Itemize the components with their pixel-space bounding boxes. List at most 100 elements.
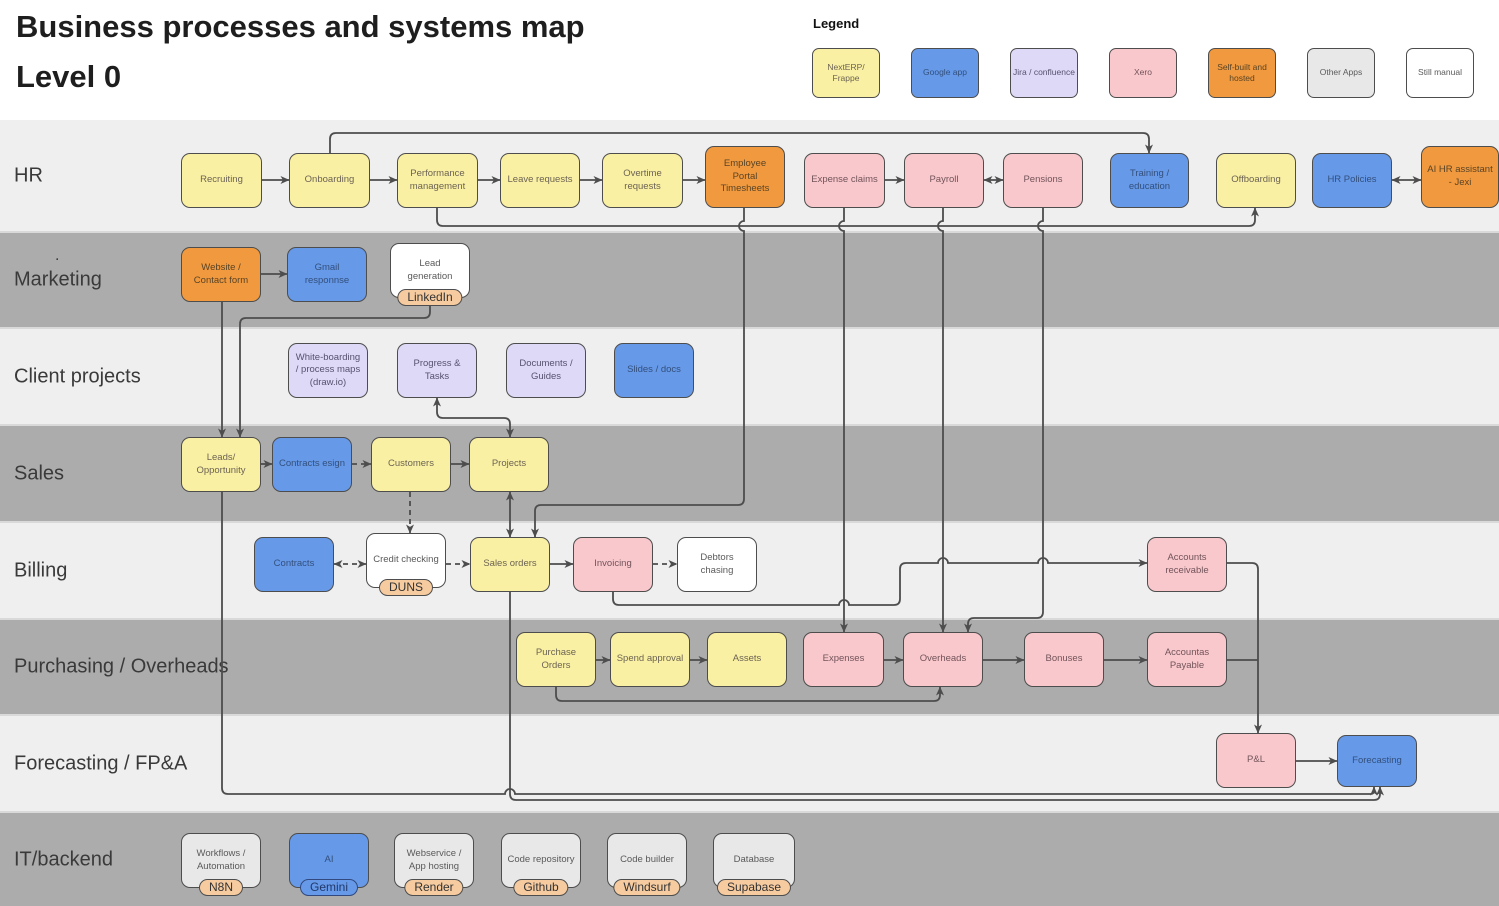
node-label-ai-hr-assistant: AI HR assistant - Jexi bbox=[1427, 164, 1493, 188]
node-assets[interactable]: Assets bbox=[707, 632, 787, 687]
node-label-offboarding: Offboarding bbox=[1231, 174, 1281, 186]
node-label-training-education: Training / education bbox=[1128, 167, 1171, 192]
node-label-onboarding: Onboarding bbox=[304, 174, 355, 186]
lane-label-client-projects: Client projects bbox=[14, 365, 141, 387]
node-label-overheads: Overheads bbox=[919, 653, 967, 665]
node-invoicing[interactable]: Invoicing bbox=[573, 537, 653, 592]
node-label-expenses: Expenses bbox=[822, 653, 865, 665]
node-slides-docs[interactable]: Slides / docs bbox=[614, 343, 694, 398]
node-employee-portal-timesheets[interactable]: Employee Portal Timesheets bbox=[705, 146, 785, 208]
lane-label-sales: Sales bbox=[14, 462, 65, 484]
node-expenses[interactable]: Expenses bbox=[803, 632, 884, 687]
node-contracts-esign[interactable]: Contracts esign bbox=[272, 437, 352, 492]
node-label-webservice-app-hosting: Webservice / App hosting bbox=[406, 847, 462, 872]
legend-item-other: Other Apps bbox=[1307, 48, 1375, 98]
node-label-bonuses: Bonuses bbox=[1045, 653, 1083, 665]
node-label-progress-tasks: Progress & Tasks bbox=[413, 357, 461, 382]
legend-item-manual: Still manual bbox=[1406, 48, 1474, 98]
badge-database: Supabase bbox=[716, 879, 792, 896]
node-label-overtime-requests: Overtime requests bbox=[623, 167, 662, 192]
node-label-assets: Assets bbox=[732, 653, 762, 665]
node-label-credit-checking: Credit checking bbox=[373, 554, 439, 566]
node-label-slides-docs: Slides / docs bbox=[627, 364, 681, 376]
node-label-sales-orders: Sales orders bbox=[483, 558, 537, 570]
node-gmail-response[interactable]: Gmail responnse bbox=[287, 247, 367, 302]
node-label-pensions: Pensions bbox=[1023, 174, 1063, 186]
node-overheads[interactable]: Overheads bbox=[903, 632, 983, 687]
legend-item-jira: Jira / confluence bbox=[1010, 48, 1078, 98]
node-label-payroll: Payroll bbox=[929, 174, 959, 186]
node-forecasting[interactable]: Forecasting bbox=[1337, 735, 1417, 787]
node-hr-policies[interactable]: HR Policies bbox=[1312, 153, 1392, 208]
node-bonuses[interactable]: Bonuses bbox=[1024, 632, 1104, 687]
lane-label-billing: Billing bbox=[14, 559, 68, 581]
node-payroll[interactable]: Payroll bbox=[904, 153, 984, 208]
legend-heading: Legend bbox=[813, 16, 860, 31]
legend-item-google: Google app bbox=[911, 48, 979, 98]
node-spend-approval[interactable]: Spend approval bbox=[610, 632, 690, 687]
page-title: Business processes and systems map Level… bbox=[16, 2, 585, 102]
node-label-contracts: Contracts bbox=[273, 558, 315, 570]
node-ai-hr-assistant[interactable]: AI HR assistant - Jexi bbox=[1421, 146, 1499, 208]
node-website-contact-form[interactable]: Website / Contact form bbox=[181, 247, 261, 302]
node-label-purchase-orders: Purchase Orders bbox=[535, 646, 577, 671]
node-projects[interactable]: Projects bbox=[469, 437, 549, 492]
node-purchase-orders[interactable]: Purchase Orders bbox=[516, 632, 596, 687]
node-label-accounts-receivable: Accounts receivable bbox=[1165, 551, 1209, 576]
node-expense-claims[interactable]: Expense claims bbox=[804, 153, 885, 208]
node-onboarding[interactable]: Onboarding bbox=[289, 153, 370, 208]
node-leave-requests[interactable]: Leave requests bbox=[500, 153, 580, 208]
legend-item-xero: Xero bbox=[1109, 48, 1177, 98]
lane-label-marketing: Marketing bbox=[14, 268, 102, 291]
node-label-website-contact-form: Website / Contact form bbox=[193, 261, 249, 286]
node-customers[interactable]: Customers bbox=[371, 437, 451, 492]
node-pl[interactable]: P&L bbox=[1216, 733, 1296, 788]
node-label-pl: P&L bbox=[1247, 754, 1265, 766]
node-whiteboarding-process-maps[interactable]: White-boarding / process maps (draw.io) bbox=[288, 343, 368, 398]
node-offboarding[interactable]: Offboarding bbox=[1216, 153, 1296, 208]
node-training-education[interactable]: Training / education bbox=[1110, 153, 1189, 208]
lane-label-it-backend: IT/backend bbox=[14, 848, 113, 870]
node-performance-management[interactable]: Performance management bbox=[397, 153, 478, 208]
node-overtime-requests[interactable]: Overtime requests bbox=[602, 153, 683, 208]
node-label-forecasting: Forecasting bbox=[1352, 754, 1402, 766]
node-label-customers: Customers bbox=[388, 458, 434, 470]
badge-ai: Gemini bbox=[299, 879, 359, 896]
node-label-performance-management: Performance management bbox=[409, 167, 466, 192]
node-debtors-chasing[interactable]: Debtors chasing bbox=[677, 537, 757, 592]
node-documents-guides[interactable]: Documents / Guides bbox=[506, 343, 586, 398]
node-label-gmail-response: Gmail responnse bbox=[304, 261, 350, 286]
node-label-leave-requests: Leave requests bbox=[507, 174, 573, 186]
page-title-line2: Level 0 bbox=[16, 59, 122, 95]
node-accounts-payable[interactable]: Accountas Payable bbox=[1147, 632, 1227, 687]
node-accounts-receivable[interactable]: Accounts receivable bbox=[1147, 537, 1227, 592]
node-leads-opportunity[interactable]: Leads/ Opportunity bbox=[181, 437, 261, 492]
node-label-database: Database bbox=[733, 854, 775, 866]
badge-credit-checking: DUNS bbox=[378, 579, 434, 596]
node-sales-orders[interactable]: Sales orders bbox=[470, 537, 550, 592]
badge-lead-generation: LinkedIn bbox=[397, 289, 463, 306]
lane-label-purchasing: Purchasing / Overheads bbox=[14, 655, 229, 678]
node-label-accounts-payable: Accountas Payable bbox=[1164, 646, 1210, 671]
node-recruiting[interactable]: Recruiting bbox=[181, 153, 262, 208]
node-label-expense-claims: Expense claims bbox=[811, 174, 878, 186]
node-progress-tasks[interactable]: Progress & Tasks bbox=[397, 343, 477, 398]
node-label-recruiting: Recruiting bbox=[200, 174, 243, 186]
lane-label-forecasting-fpa: Forecasting / FP&A bbox=[14, 752, 188, 774]
node-pensions[interactable]: Pensions bbox=[1003, 153, 1083, 208]
node-contracts[interactable]: Contracts bbox=[254, 537, 334, 592]
node-label-documents-guides: Documents / Guides bbox=[519, 357, 573, 382]
legend-item-nexterp: NextERP/ Frappe bbox=[812, 48, 880, 98]
node-label-workflows-automation: Workflows / Automation bbox=[196, 847, 246, 872]
badge-code-builder: Windsurf bbox=[613, 879, 681, 896]
node-label-whiteboarding-process-maps: White-boarding / process maps (draw.io) bbox=[295, 351, 361, 388]
lane-client-projects: Client projects bbox=[0, 327, 1499, 424]
